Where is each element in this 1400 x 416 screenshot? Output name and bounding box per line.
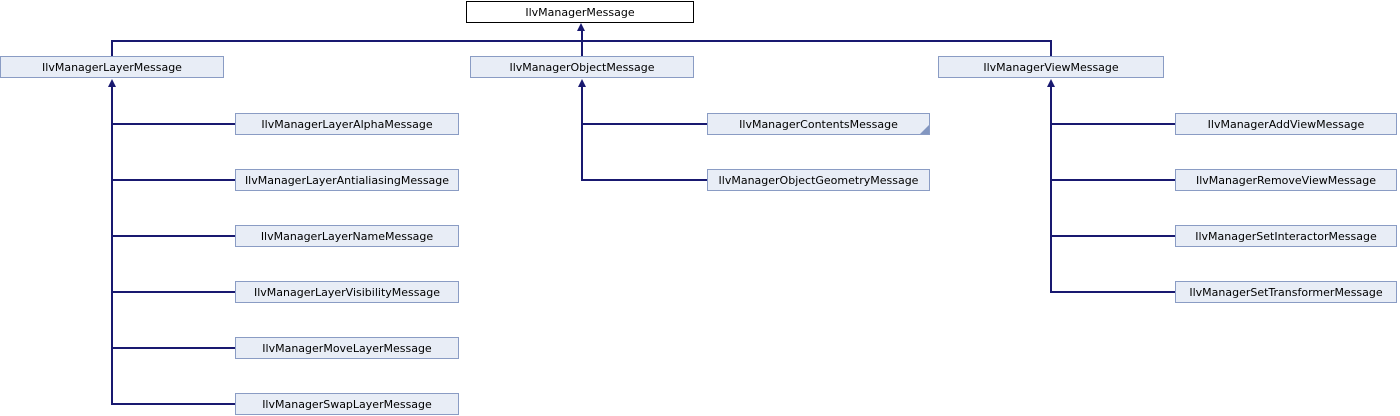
class-label: IlvManagerAddViewMessage [1207, 117, 1365, 131]
class-label: IlvManagerLayerMessage [42, 60, 182, 74]
node-ilv-manager-layer-name-message[interactable]: IlvManagerLayerNameMessage [235, 225, 459, 247]
node-ilv-manager-set-transformer-message[interactable]: IlvManagerSetTransformerMessage [1175, 281, 1397, 303]
node-ilv-manager-swap-layer-message[interactable]: IlvManagerSwapLayerMessage [235, 393, 459, 415]
edge-view-stub [1050, 235, 1175, 237]
node-ilv-manager-layer-antialiasing-message[interactable]: IlvManagerLayerAntialiasingMessage [235, 169, 459, 191]
edge-layer-stub [111, 179, 235, 181]
edge-layer-stub [111, 235, 235, 237]
edge-root-arrow-stem [581, 30, 583, 56]
edge-view-stub [1050, 291, 1175, 293]
class-label: IlvManagerLayerNameMessage [260, 229, 434, 243]
edge-layer-stub [111, 347, 235, 349]
edge-object-stub [581, 179, 707, 181]
node-ilv-manager-contents-message[interactable]: IlvManagerContentsMessage [707, 113, 930, 135]
edge-trunk-drop-right [1050, 40, 1052, 56]
node-ilv-manager-layer-alpha-message[interactable]: IlvManagerLayerAlphaMessage [235, 113, 459, 135]
arrow-up-icon [577, 23, 585, 31]
node-ilv-manager-set-interactor-message[interactable]: IlvManagerSetInteractorMessage [1175, 225, 1397, 247]
arrow-up-icon [578, 79, 586, 87]
edge-layer-stub [111, 291, 235, 293]
node-ilv-manager-object-geometry-message[interactable]: IlvManagerObjectGeometryMessage [707, 169, 930, 191]
node-ilv-manager-object-message[interactable]: IlvManagerObjectMessage [470, 56, 694, 78]
class-label: IlvManagerRemoveViewMessage [1196, 173, 1376, 187]
edge-layer-stub [111, 123, 235, 125]
class-label: IlvManagerViewMessage [983, 60, 1119, 74]
class-label: IlvManagerObjectGeometryMessage [718, 173, 919, 187]
class-label: IlvManagerObjectMessage [509, 60, 655, 74]
node-ilv-manager-view-message[interactable]: IlvManagerViewMessage [938, 56, 1164, 78]
class-label: IlvManagerMoveLayerMessage [262, 341, 432, 355]
arrow-up-icon [1047, 79, 1055, 87]
edge-view-stub [1050, 123, 1175, 125]
edge-trunk-horizontal [111, 40, 1052, 42]
edge-view-branch-vertical [1050, 86, 1052, 293]
edge-layer-branch-vertical [111, 86, 113, 405]
class-label: IlvManagerMessage [525, 5, 635, 19]
class-label: IlvManagerLayerAntialiasingMessage [244, 173, 450, 187]
node-ilv-manager-message[interactable]: IlvManagerMessage [466, 1, 694, 23]
folded-corner-icon [920, 125, 929, 134]
class-label: IlvManagerSwapLayerMessage [262, 397, 432, 411]
node-ilv-manager-move-layer-message[interactable]: IlvManagerMoveLayerMessage [235, 337, 459, 359]
class-label: IlvManagerContentsMessage [739, 117, 898, 131]
class-label: IlvManagerLayerAlphaMessage [261, 117, 433, 131]
node-ilv-manager-add-view-message[interactable]: IlvManagerAddViewMessage [1175, 113, 1397, 135]
edge-layer-stub [111, 403, 235, 405]
edge-view-stub [1050, 179, 1175, 181]
node-ilv-manager-layer-message[interactable]: IlvManagerLayerMessage [0, 56, 224, 78]
edge-trunk-drop-left [111, 40, 113, 56]
node-ilv-manager-layer-visibility-message[interactable]: IlvManagerLayerVisibilityMessage [235, 281, 459, 303]
class-label: IlvManagerSetInteractorMessage [1195, 229, 1377, 243]
class-label: IlvManagerSetTransformerMessage [1189, 285, 1383, 299]
node-ilv-manager-remove-view-message[interactable]: IlvManagerRemoveViewMessage [1175, 169, 1397, 191]
arrow-up-icon [108, 79, 116, 87]
edge-object-branch-vertical [581, 86, 583, 181]
edge-object-stub [581, 123, 707, 125]
class-label: IlvManagerLayerVisibilityMessage [253, 285, 440, 299]
